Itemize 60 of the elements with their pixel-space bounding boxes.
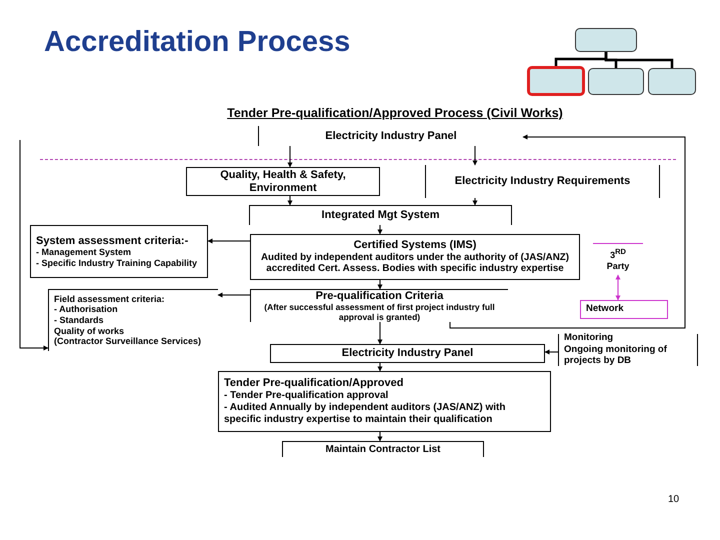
box-text: Audited by independent auditors under the authority of (JAS/ANZ) accredited Cert. Assess. Bodies with specific industry expertise [260, 252, 570, 275]
box-heading: Tender Pre-qualification/Approved [224, 377, 404, 390]
box-text: - Audited Annually by independent auditors (JAS/ANZ) with specific industry expertise to maintain their qualification [224, 402, 506, 426]
arrow [208, 238, 250, 244]
arrow [20, 140, 48, 350]
box-heading: Electricity Industry Requirements [454, 175, 630, 188]
box-heading: Electricity Industry Panel [325, 130, 457, 142]
box-heading: Pre-qualification Criteria [316, 290, 444, 302]
box-heading: System assessment criteria:- [36, 234, 190, 248]
arrow [378, 362, 382, 372]
process-box [425, 165, 660, 198]
process-box [282, 441, 484, 457]
arrow [544, 350, 558, 354]
box-heading: 3$^{RD}$ Party [606, 248, 630, 271]
box-heading: Quality, Health & Safety, Environment [219, 168, 347, 194]
box-heading: Certified Systems (IMS) [354, 239, 476, 252]
box-text: (After successful assessment of first project industry full approval is granted) [263, 302, 496, 322]
process-box [249, 205, 512, 225]
box-text: (Contractor Surveillance Services) [54, 336, 202, 347]
arrow [378, 322, 382, 344]
arrow [378, 280, 382, 290]
box-text: - Authorisation [54, 304, 119, 316]
process-box [30, 225, 208, 278]
box-heading: Monitoring [564, 333, 614, 344]
diagram-subtitle: Tender Pre-qualification/Approved Process (Civil Works) [226, 106, 564, 120]
connector-line [604, 52, 674, 68]
process-box [250, 234, 580, 280]
process-box [558, 334, 698, 366]
box-text: - Tender Pre-qualification approval [224, 390, 390, 402]
arrow [472, 146, 478, 166]
box-heading: Electricity Industry Panel [342, 347, 474, 360]
arrow [218, 292, 250, 298]
box-text: Quality of works [54, 326, 126, 336]
box-heading: Network [586, 304, 624, 315]
process-box [250, 289, 508, 322]
arrow [288, 196, 292, 206]
arrow [472, 198, 478, 206]
process-box [186, 167, 380, 196]
box-text: - Specific Industry Training Capability [36, 258, 198, 268]
box-text: - Standards [54, 315, 105, 326]
slide-title: Accreditation Process [44, 26, 350, 59]
box-text: - Management System [36, 247, 132, 258]
org-chart-box [527, 66, 585, 96]
box-heading: Maintain Contractor List [325, 444, 440, 456]
box-text: Ongoing monitoring of projects by DB [564, 344, 668, 367]
process-box [270, 344, 545, 363]
process-box [218, 371, 551, 432]
process-box [48, 289, 218, 351]
org-chart-box [648, 68, 696, 95]
box-heading: Integrated Mgt System [322, 209, 440, 222]
org-chart-box [575, 28, 637, 52]
arrow [378, 432, 382, 442]
process-box [580, 300, 668, 319]
arrow [616, 274, 620, 300]
box-heading: Field assessment criteria: [54, 294, 166, 304]
org-chart-box [588, 68, 644, 95]
arrow [288, 146, 292, 168]
arrow [378, 224, 382, 234]
page-number: 10 [668, 494, 680, 505]
arrow [450, 134, 686, 328]
